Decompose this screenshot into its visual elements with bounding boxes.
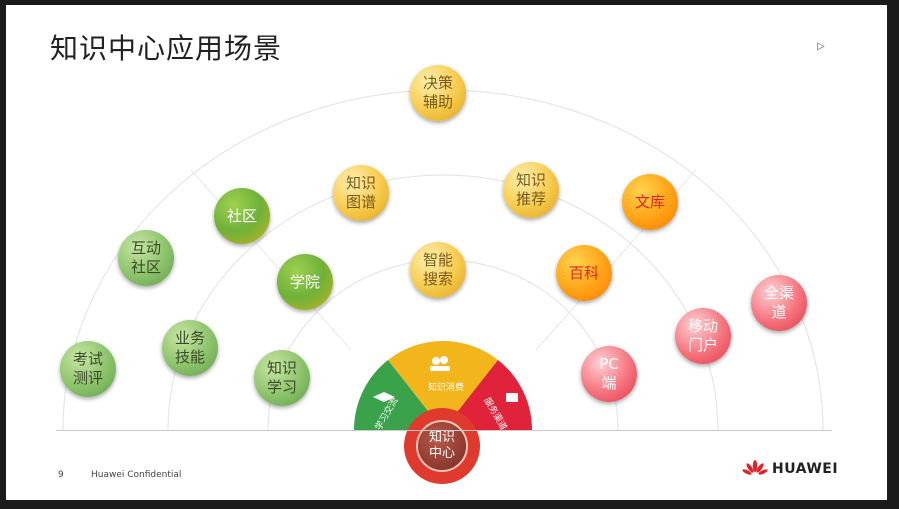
confidential-label: Huawei Confidential: [91, 470, 182, 480]
bubble-label: 知识 图谱: [345, 174, 376, 211]
bubble-label: 知识 学习: [266, 359, 297, 396]
brand-name: HUAWEI: [772, 461, 839, 477]
center-segments: [354, 340, 532, 430]
bubble-label: 业务 技能: [174, 329, 205, 366]
bubble-label: 社区: [226, 206, 257, 225]
segment-label-consume: 知识消费: [428, 383, 465, 393]
knowledge-center-label: 知识 中心: [416, 420, 468, 472]
bubble-label: 移动 门户: [687, 317, 718, 354]
bubble-label: 互动 社区: [130, 239, 161, 276]
huawei-logo: HUAWEI: [742, 460, 838, 478]
bubble-label: 决策 辅助: [422, 74, 453, 111]
bubble-mobile-portal[interactable]: 移动 门户: [675, 308, 731, 364]
bubble-knowledge-graph[interactable]: 知识 图谱: [333, 165, 389, 221]
huawei-flower-icon: [742, 460, 768, 475]
bubble-exam-evaluation[interactable]: 考试 测评: [60, 341, 116, 397]
knowledge-center-hub[interactable]: 知识 中心: [404, 408, 480, 484]
bubble-smart-search[interactable]: 智能 搜索: [410, 242, 466, 298]
bubble-label: 全渠 道: [763, 284, 794, 321]
bubble-knowledge-learning[interactable]: 知识 学习: [254, 350, 310, 406]
page-number: 9: [58, 470, 64, 480]
bubble-academy[interactable]: 学院: [277, 254, 333, 310]
bubble-pc[interactable]: PC 端: [581, 346, 637, 402]
slide: 知识中心应用场景 ▷ 知识消费 学习交流 服务渠道 知识 中心 决策 辅助 知识…: [6, 5, 887, 500]
bubble-interactive-community[interactable]: 互动 社区: [118, 230, 174, 286]
bubble-label: 考试 测评: [72, 350, 103, 387]
bubble-baike[interactable]: 百科: [556, 245, 612, 301]
bubble-decision-support[interactable]: 决策 辅助: [410, 65, 466, 121]
bubble-label: 学院: [289, 272, 320, 291]
bubble-label: 文库: [634, 192, 665, 211]
bubble-label: PC 端: [599, 355, 619, 392]
bubble-label: 智能 搜索: [422, 251, 453, 288]
mouse-cursor-icon: ▷: [817, 41, 825, 52]
bubble-all-channel[interactable]: 全渠 道: [751, 275, 807, 331]
page-title: 知识中心应用场景: [50, 32, 283, 65]
bubble-label: 百科: [568, 263, 599, 282]
bubble-knowledge-recommend[interactable]: 知识 推荐: [503, 162, 559, 218]
bubble-label: 知识 推荐: [515, 171, 546, 208]
bubble-community[interactable]: 社区: [214, 188, 270, 244]
bubble-wenku[interactable]: 文库: [622, 174, 678, 230]
bubble-business-skills[interactable]: 业务 技能: [162, 320, 218, 376]
arc-background: [62, 89, 824, 431]
baseline-divider: [56, 430, 832, 431]
